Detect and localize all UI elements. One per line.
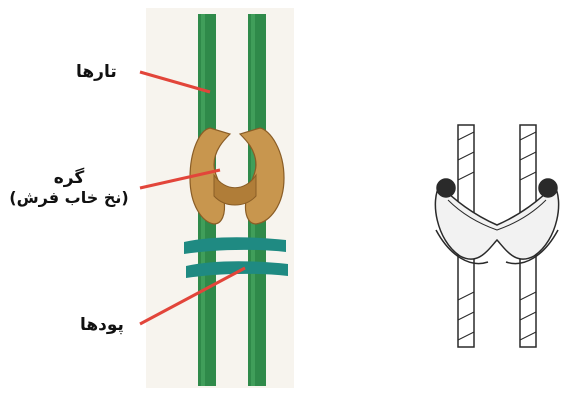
label-knot: گره (نخ خاب فرش) [6,168,132,208]
label-warps: تارها [76,62,117,82]
colored-illustration [140,8,294,388]
label-knot-title: گره [54,168,85,188]
label-knot-subtitle: (نخ خاب فرش) [6,188,132,208]
label-wefts: پودها [80,315,124,335]
rope-knot-illustration [435,125,558,347]
rope-knot-loop [435,185,558,259]
